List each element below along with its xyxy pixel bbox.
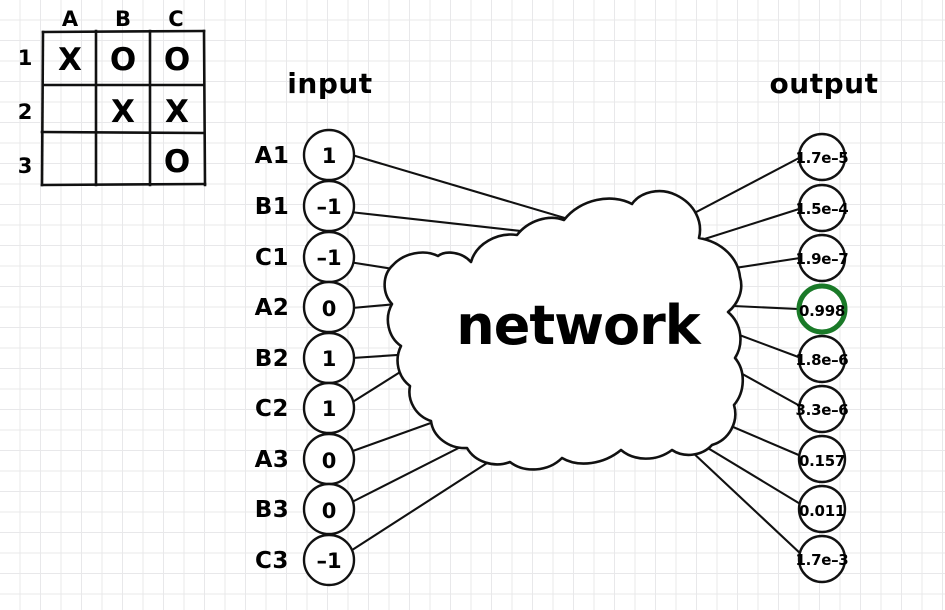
output-node-4[interactable]: 0.998 [796,283,848,335]
output-node-1[interactable]: 1.7e–5 [796,132,849,182]
output-value-7: 0.157 [799,452,845,470]
input-node-c1[interactable]: C1 –1 [255,230,356,284]
output-value-5: 1.8e–6 [796,351,849,369]
input-value-b1: –1 [316,195,341,219]
input-label-b2: B2 [255,346,290,372]
board-marks: X O O X X O [58,42,190,180]
output-node-8[interactable]: 0.011 [797,484,847,534]
input-node-b2[interactable]: B2 1 [255,331,356,385]
tic-tac-toe-board: A B C 1 2 3 X O O [18,7,207,187]
output-value-1: 1.7e–5 [796,149,849,167]
board-row-label-1: 1 [18,46,33,70]
input-node-a2[interactable]: A2 0 [255,280,356,334]
input-circle-c3[interactable] [302,533,356,587]
output-node-2[interactable]: 1.5e–4 [796,183,849,233]
input-label-c3: C3 [255,548,289,574]
cloud-label: network [456,294,701,357]
output-value-6: 3.3e–6 [796,401,849,419]
input-value-a1: 1 [322,144,337,168]
board-row-label-2: 2 [18,100,33,124]
board-cell-c3: O [164,144,190,180]
board-cell-b1: O [110,42,136,78]
output-value-3: 1.9e–7 [796,250,849,268]
input-label-b3: B3 [255,497,290,523]
output-node-7[interactable]: 0.157 [797,434,847,484]
input-node-c3[interactable]: C3 –1 [255,533,356,587]
output-circle-2[interactable] [797,183,847,233]
output-value-9: 1.7e–3 [796,551,849,569]
output-value-8: 0.011 [799,502,845,520]
input-value-a3: 0 [322,449,337,473]
output-node-3[interactable]: 1.9e–7 [796,233,849,283]
output-circle-7[interactable] [797,434,847,484]
output-circle-6[interactable] [797,384,847,434]
board-cell-b2: X [111,94,135,130]
input-label-b1: B1 [255,194,290,220]
output-node-9[interactable]: 1.7e–3 [796,534,849,584]
output-value-4: 0.998 [799,302,845,320]
input-label-a2: A2 [255,295,290,321]
output-circle-8[interactable] [797,484,847,534]
output-circle-1[interactable] [797,132,847,182]
input-value-b2: 1 [322,347,337,371]
input-label-a1: A1 [255,143,290,169]
input-label-a3: A3 [255,447,290,473]
output-circle-4-highlighted[interactable] [796,283,848,335]
output-node-6[interactable]: 3.3e–6 [796,384,849,434]
board-cell-c2: X [165,94,189,130]
input-node-c2[interactable]: C2 1 [255,381,356,435]
board-row-labels: 1 2 3 [18,46,33,178]
input-value-c1: –1 [316,246,341,270]
board-cell-a1: X [58,42,82,78]
output-circle-3[interactable] [797,233,847,283]
input-node-a1[interactable]: A1 1 [255,128,356,182]
input-node-b1[interactable]: B1 –1 [255,179,356,233]
board-column-label-a: A [62,7,79,31]
input-label-c2: C2 [255,396,289,422]
output-node-5[interactable]: 1.8e–6 [796,334,849,384]
board-cell-c1: O [164,42,190,78]
input-value-b3: 0 [322,499,337,523]
board-column-label-c: C [168,7,183,31]
input-nodes: A1 1 B1 –1 C1 –1 A2 0 B2 1 [255,128,356,587]
network-cloud: network [383,189,745,471]
output-nodes: 1.7e–5 1.5e–4 1.9e–7 0.998 1.8e–6 3.3e–6 [796,132,849,584]
output-value-2: 1.5e–4 [796,200,849,218]
input-value-c2: 1 [322,397,337,421]
input-value-a2: 0 [322,297,337,321]
input-section-title: input [287,67,372,100]
output-circle-5[interactable] [797,334,847,384]
board-gridlines [40,29,207,187]
input-value-c3: –1 [316,549,341,573]
board-row-label-3: 3 [18,154,33,178]
board-column-labels: A B C [62,7,184,31]
output-section-title: output [770,67,879,100]
input-node-a3[interactable]: A3 0 [255,432,356,486]
input-label-c1: C1 [255,245,289,271]
board-column-label-b: B [115,7,131,31]
input-node-b3[interactable]: B3 0 [255,482,356,536]
output-circle-9[interactable] [797,534,847,584]
